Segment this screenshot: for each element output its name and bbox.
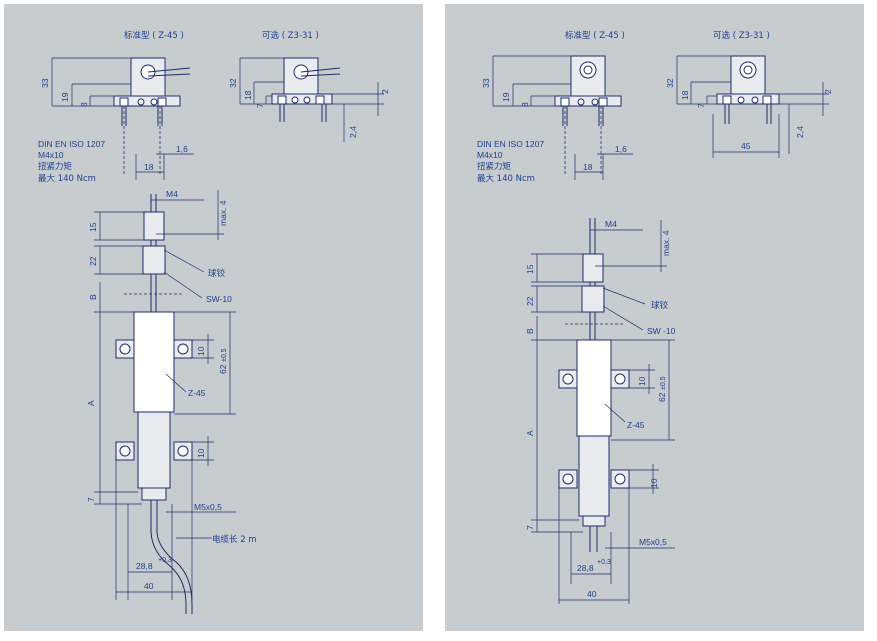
dim-62: 62 [218,364,228,374]
dim-62: 62 [657,392,667,402]
dim-B: B [88,294,98,300]
note-m4x10: M4x10 [477,150,503,160]
technical-drawing-left: 标准型 ( Z-45 ) 可选 ( Z3-31 ) 33 19 8 1,6 18… [38,30,390,614]
callout-cable-length: 电缆长 2 m [212,534,257,545]
dim-40: 40 [144,581,154,591]
dim-7-bottom: 7 [86,497,96,502]
dim-2: 2 [380,89,390,94]
drawing-panel-right: 标准型 ( Z-45 ) 可选 ( Z3-31 ) 33 19 8 1,6 18… [445,4,864,631]
callout-z45: Z-45 [627,420,645,430]
dim-max4: max. 4 [218,200,228,226]
dim-1-6: 1,6 [615,144,627,154]
callout-sw10: SW-10 [206,294,232,304]
note-max-torque: 最大 140 Ncm [38,173,96,184]
clamp-optional-drawing [716,55,780,124]
dim-2-4: 2,4 [795,126,805,138]
dim-18: 18 [243,90,253,100]
dim-15: 15 [88,222,98,232]
dim-15: 15 [525,264,535,274]
dim-B: B [525,328,535,334]
dim-18-bottom: 18 [144,162,154,172]
dim-7: 7 [255,103,265,108]
dim-m5: M5x0,5 [639,537,667,547]
dim-33: 33 [481,78,491,88]
dim-7-bottom: 7 [525,525,535,530]
clamp-optional-drawing [271,57,341,122]
dim-18-bottom: 18 [583,162,593,172]
dim-18: 18 [680,90,690,100]
dim-8: 8 [520,102,530,107]
note-din: DIN EN ISO 1207 [477,139,544,149]
dim-m5: M5x0,5 [194,502,222,512]
dim-max4: max. 4 [661,230,671,256]
dim-A: A [86,400,96,406]
dim-22: 22 [525,296,535,306]
title-optional: 可选 ( Z3-31 ) [713,30,770,41]
note-max-torque: 最大 140 Ncm [477,173,535,184]
dim-28-8-tolerance: +0,3 [158,557,172,564]
dim-28-8-tolerance: +0,3 [597,559,611,566]
callout-sw10: SW -10 [647,326,676,336]
technical-drawing-right: 标准型 ( Z-45 ) 可选 ( Z3-31 ) 33 19 8 1,6 18… [477,30,833,604]
sensor-drawing [115,194,193,614]
dim-22: 22 [88,256,98,266]
title-standard: 标准型 ( Z-45 ) [124,30,184,41]
callout-ball-joint: 球铰 [208,268,226,279]
dim-45: 45 [741,141,751,151]
clamp-standard-drawing [113,57,191,174]
dim-2: 2 [823,89,833,94]
note-m4x10: M4x10 [38,150,64,160]
dim-28-8: 28,8 [577,563,594,573]
note-din: DIN EN ISO 1207 [38,139,105,149]
note-torque: 扭紧力矩 [38,161,73,172]
dim-10-bottom: 10 [196,448,206,458]
sensor-drawing [558,218,630,552]
dim-10-top: 10 [196,346,206,356]
title-optional: 可选 ( Z3-31 ) [262,30,319,41]
dim-m4: M4 [166,189,178,199]
callout-ball-joint: 球铰 [651,300,669,311]
dim-7: 7 [696,103,706,108]
dim-33: 33 [40,78,50,88]
drawing-panel-left: 标准型 ( Z-45 ) 可选 ( Z3-31 ) 33 19 8 1,6 18… [4,4,423,631]
dim-32: 32 [228,78,238,88]
dim-m4: M4 [605,219,617,229]
dim-28-8: 28,8 [136,561,153,571]
dim-32: 32 [665,78,675,88]
dim-40: 40 [587,589,597,599]
dim-8: 8 [79,102,89,107]
dim-19: 19 [60,92,70,102]
dim-62-tolerance: ±0,5 [660,376,667,390]
dim-10-bottom: 10 [649,478,659,488]
note-torque: 扭紧力矩 [477,161,512,172]
title-standard: 标准型 ( Z-45 ) [565,30,625,41]
dim-1-6: 1,6 [176,144,188,154]
clamp-standard-drawing [554,55,622,174]
dim-A: A [525,430,535,436]
dim-10-top: 10 [637,376,647,386]
callout-z45: Z-45 [188,388,206,398]
dim-62-tolerance: ±0,5 [221,348,228,362]
dim-2-4: 2,4 [348,126,358,138]
dim-19: 19 [501,92,511,102]
